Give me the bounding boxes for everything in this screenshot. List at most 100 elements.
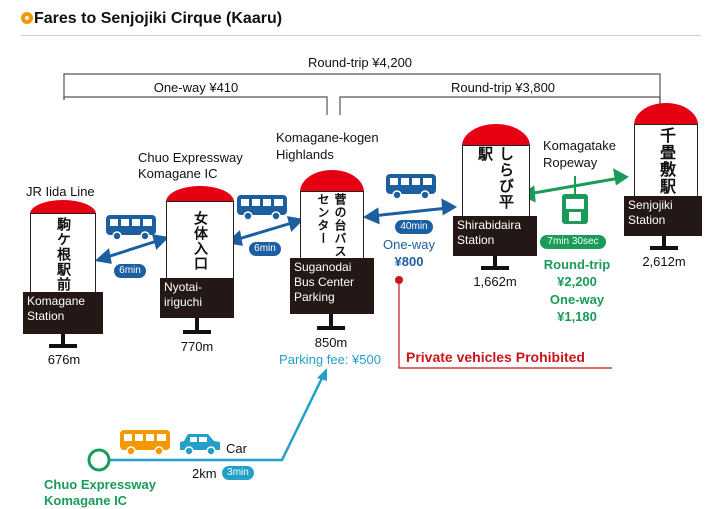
title-bullet-icon	[21, 12, 33, 24]
senjojiki-elevation: 2,612m	[642, 254, 686, 269]
ropeway-line2: Ropeway	[543, 155, 598, 170]
komagane-foot	[49, 344, 77, 348]
chuo-ic-label: Chuo Expressway Komagane IC	[138, 150, 243, 182]
suganodai-sign-line3: Parking	[294, 290, 335, 304]
bus2-time-pill: 6min	[249, 242, 281, 256]
shirabidaira-sign-board: しらび平駅	[462, 145, 530, 219]
car-icon	[180, 434, 220, 456]
komagane-elevation: 676m	[47, 352, 81, 367]
roundtrip-upper-bracket	[339, 96, 661, 115]
bus-icon	[106, 215, 156, 241]
komagane-sign-line2: Station	[27, 309, 65, 323]
senjojiki-sign-line1: Senjojiki	[628, 198, 673, 212]
suganodai-sign-line2: Bus Center	[294, 275, 355, 289]
gondola-icon	[562, 176, 588, 224]
origin-ic-line1: Chuo Expressway	[44, 477, 156, 492]
senjojiki-foot	[650, 246, 678, 250]
origin-ic-label: Chuo Expressway Komagane IC	[44, 477, 156, 509]
nyotai-post	[195, 318, 199, 332]
highlands-label: Komagane-kogen Highlands	[276, 129, 379, 163]
komagane-kanji: 駒ケ根駅前	[55, 216, 71, 292]
komagane-sign-cap	[30, 200, 96, 214]
shirabidaira-post	[493, 256, 497, 268]
shirabidaira-station-sign: Shirabidaira Station	[453, 216, 537, 256]
ropeway-roundtrip-line1: Round-trip	[543, 257, 611, 272]
suganodai-kanji: 菅の台バスセンター	[316, 193, 347, 258]
bus-icon	[237, 195, 287, 221]
car-route-line	[109, 375, 325, 462]
bus3-fare: One-way ¥800	[383, 236, 435, 270]
roundtrip-total-label: Round-trip ¥4,200	[307, 55, 413, 70]
shirabidaira-sign-cap	[462, 124, 530, 146]
prohibited-point-icon	[395, 276, 403, 284]
bus3-time-pill: 40min	[395, 220, 433, 234]
origin-ic-icon	[87, 448, 111, 472]
parking-fee-label: Parking fee: ¥500	[279, 352, 381, 367]
chuo-ic-line1: Chuo Expressway	[138, 150, 243, 165]
highlands-line1: Komagane-kogen	[276, 130, 379, 145]
suganodai-station-sign: Suganodai Bus Center Parking	[290, 258, 374, 314]
ropeway-oneway-fare: One-way ¥1,180	[550, 291, 604, 325]
shirabidaira-elevation: 1,662m	[473, 274, 517, 289]
jr-line-label: JR Iida Line	[26, 184, 95, 199]
chuo-ic-line2: Komagane IC	[138, 166, 218, 181]
nyotai-kanji: 女体入口	[192, 211, 208, 271]
komagane-post	[61, 334, 65, 346]
ropeway-label: Komagatake Ropeway	[543, 137, 616, 171]
nyotai-sign-cap	[166, 186, 234, 202]
title-divider	[21, 35, 701, 36]
bus-arrow-2	[234, 220, 296, 242]
roundtrip-total-bracket	[63, 73, 661, 104]
suganodai-sign-cap	[300, 170, 364, 192]
bus-arrow-1	[103, 238, 161, 260]
komagane-sign-board: 駒ケ根駅前	[30, 213, 96, 295]
suganodai-post	[329, 314, 333, 328]
roundtrip-upper-label: Round-trip ¥3,800	[450, 80, 556, 95]
suganodai-foot	[317, 326, 345, 330]
suganodai-elevation: 850m	[314, 335, 348, 350]
car-route-arrowhead	[317, 368, 327, 381]
bus-icon	[120, 430, 170, 456]
senjojiki-post	[662, 236, 666, 248]
car-distance: 2km	[192, 466, 217, 481]
bus-icon	[386, 174, 436, 200]
prohibited-line	[398, 284, 612, 369]
shirabidaira-kanji: しらび平駅	[476, 146, 515, 210]
ropeway-roundtrip-line2: ¥2,200	[557, 274, 597, 289]
private-vehicles-notice: Private vehicles Prohibited	[406, 349, 585, 365]
senjojiki-station-sign: Senjojiki Station	[624, 196, 702, 236]
shirabidaira-sign-line2: Station	[457, 233, 495, 247]
shirabidaira-foot	[481, 266, 509, 270]
origin-ic-line2: Komagane IC	[44, 493, 128, 508]
senjojiki-sign-cap	[634, 103, 698, 125]
nyotai-station-sign: Nyotai- iriguchi	[160, 278, 234, 318]
car-label: Car	[226, 441, 247, 456]
senjojiki-sign-line2: Station	[628, 213, 666, 227]
bus3-fare-line2: ¥800	[394, 254, 424, 269]
ropeway-roundtrip-fare: Round-trip ¥2,200	[544, 256, 610, 290]
bus3-fare-line1: One-way	[382, 237, 436, 252]
nyotai-sign-line1: Nyotai-	[164, 280, 203, 294]
highlands-line2: Highlands	[276, 147, 334, 162]
nyotai-sign-board: 女体入口	[166, 201, 234, 281]
car-time-pill: 3min	[222, 466, 254, 480]
nyotai-foot	[183, 330, 211, 334]
ropeway-oneway-line2: ¥1,180	[557, 309, 597, 324]
senjojiki-kanji: 千畳敷駅	[657, 127, 676, 195]
bus-arrow-3	[371, 206, 449, 218]
suganodai-sign-board: 菅の台バスセンター	[300, 191, 364, 261]
suganodai-sign-line1: Suganodai	[294, 260, 352, 274]
ropeway-line1: Komagatake	[543, 138, 616, 153]
shirabidaira-sign-line1: Shirabidaira	[457, 218, 522, 232]
oneway-bus-label: One-way ¥410	[153, 80, 239, 95]
komagane-sign-line1: Komagane	[27, 294, 86, 308]
nyotai-sign-line2: iriguchi	[164, 295, 203, 309]
nyotai-elevation: 770m	[180, 339, 214, 354]
ropeway-oneway-line1: One-way	[549, 292, 605, 307]
senjojiki-sign-board: 千畳敷駅	[634, 124, 698, 198]
oneway-bus-bracket	[63, 96, 328, 115]
ropeway-time-pill: 7min 30sec	[540, 235, 606, 249]
page-title: Fares to Senjojiki Cirque (Kaaru)	[34, 10, 283, 27]
bus1-time-pill: 6min	[114, 264, 146, 278]
